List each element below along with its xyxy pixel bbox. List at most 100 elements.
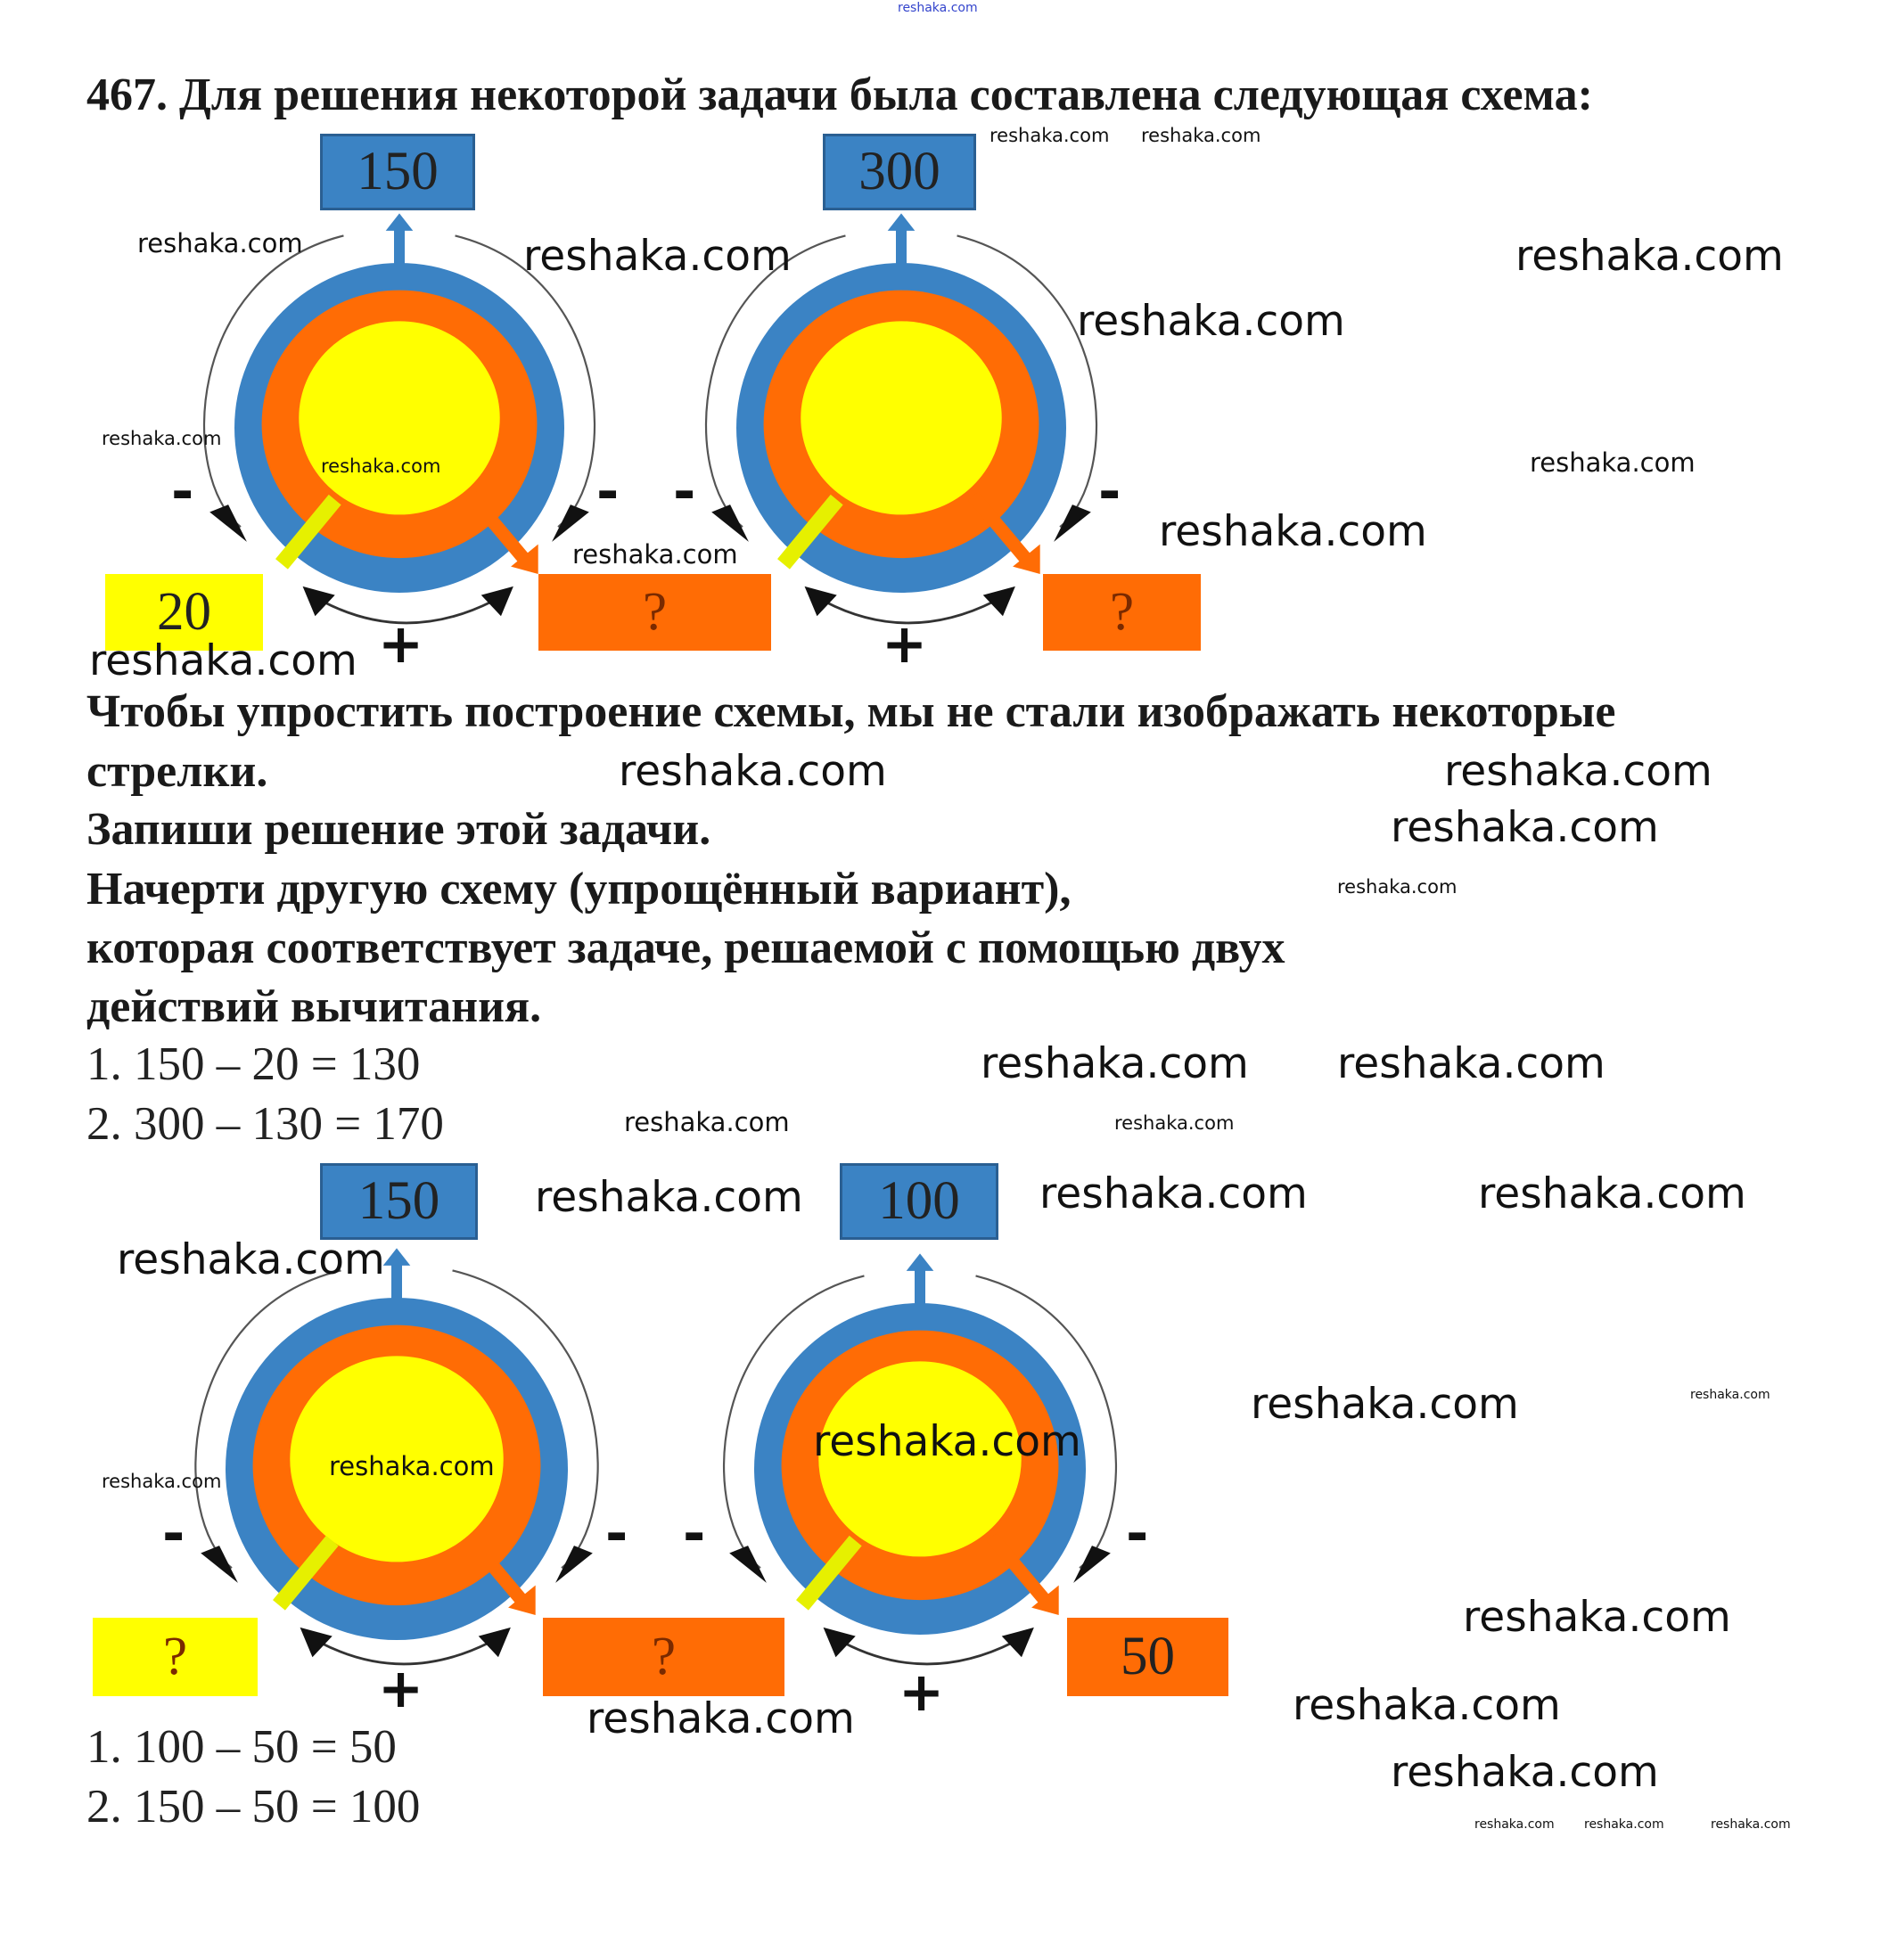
scheme2-left-top-box: 150 <box>320 1163 478 1240</box>
arrowhead-right <box>555 1546 593 1583</box>
inner-yellow-circle <box>818 1361 1022 1557</box>
solution1-step: 2. 300 – 130 = 170 <box>86 1098 444 1150</box>
watermark: reshaka.com <box>1711 1817 1791 1832</box>
up-arrow-head <box>887 213 916 231</box>
watermark: reshaka.com <box>1690 1388 1770 1402</box>
scheme1-left-top-box: 150 <box>320 134 475 210</box>
scheme1-right-bottom-box: ? <box>1043 574 1201 651</box>
watermark: reshaka.com <box>117 1235 385 1284</box>
watermark: reshaka.com <box>89 636 357 685</box>
yellow-arrow <box>273 1535 339 1611</box>
minus-sign: - <box>596 460 620 523</box>
watermark: reshaka.com <box>1251 1380 1519 1429</box>
task-title: 467. Для решения некоторой задачи была с… <box>86 70 1593 120</box>
watermark: reshaka.com <box>1515 232 1784 281</box>
plus-sign: + <box>899 1661 945 1724</box>
minus-sign: - <box>673 460 696 523</box>
watermark: reshaka.com <box>1337 876 1458 898</box>
watermark: reshaka.com <box>535 1173 803 1222</box>
watermark: reshaka.com <box>1293 1681 1561 1730</box>
watermark: reshaka.com <box>102 1471 222 1492</box>
watermark: reshaka.com <box>1391 803 1659 852</box>
arrowhead-right <box>1073 1546 1111 1583</box>
orange-arrow-head <box>508 1585 536 1616</box>
arrowhead-left <box>201 1546 238 1583</box>
scheme1-middle-bottom-box: ? <box>538 574 771 651</box>
watermark: reshaka.com <box>1584 1817 1664 1832</box>
bottom-arc <box>824 600 995 625</box>
solution1-step: 1. 150 – 20 = 130 <box>86 1038 421 1090</box>
arrowhead-left <box>729 1546 767 1583</box>
bottom-arrowhead-left <box>823 1627 856 1658</box>
orange-arrow-head <box>511 544 538 575</box>
watermark: reshaka.com <box>1077 297 1345 346</box>
outer-arc-left <box>705 234 846 529</box>
orange-arrow <box>986 1532 1049 1603</box>
yellow-arrow <box>796 1535 862 1611</box>
minus-sign: - <box>683 1502 706 1565</box>
task-text-line: стрелки. <box>86 746 268 797</box>
watermark: reshaka.com <box>1159 507 1427 556</box>
outer-arc-right <box>975 1275 1117 1570</box>
outer-arc-left <box>203 234 344 529</box>
bottom-arrowhead-right <box>478 1627 511 1658</box>
arrowhead-right <box>552 504 589 542</box>
up-arrow-head <box>906 1253 934 1271</box>
arrowhead-left <box>711 504 749 542</box>
outer-arc-right <box>455 234 595 529</box>
minus-sign: - <box>162 1502 185 1565</box>
minus-sign: - <box>171 460 194 523</box>
minus-sign: - <box>1098 460 1121 523</box>
solution2-step: 1. 100 – 50 = 50 <box>86 1721 397 1773</box>
bottom-arrowhead-right <box>1001 1627 1034 1658</box>
task-text-line: действий вычитания. <box>86 981 542 1032</box>
watermark: reshaka.com <box>102 428 222 449</box>
watermark: reshaka.com <box>1474 1817 1555 1832</box>
bottom-arrowhead-right <box>480 586 513 617</box>
yellow-arrow <box>275 494 341 570</box>
outer-arc-left <box>723 1275 865 1570</box>
watermark: reshaka.com <box>1114 1112 1235 1134</box>
watermark: reshaka.com <box>1463 1593 1731 1642</box>
outer-arc-right <box>452 1269 599 1570</box>
orange-arrow <box>463 1532 526 1603</box>
inner-yellow-circle <box>290 1356 504 1562</box>
outer-arc-left <box>194 1269 341 1570</box>
scheme2-right-bottom-box: 50 <box>1067 1618 1228 1696</box>
watermark: reshaka.com <box>1530 447 1696 478</box>
watermark: reshaka.com <box>619 747 887 796</box>
orange-arrow <box>465 491 529 562</box>
watermark: reshaka.com <box>523 232 792 281</box>
watermark: reshaka.com <box>1337 1039 1605 1088</box>
plus-sign: + <box>882 612 928 676</box>
watermark: reshaka.com <box>572 539 738 570</box>
scheme1-left-bottom-box: 20 <box>105 574 263 651</box>
bottom-arrowhead-left <box>300 1627 333 1658</box>
bottom-arrowhead-left <box>302 586 335 617</box>
minus-sign: - <box>605 1502 628 1565</box>
watermark: reshaka.com <box>1391 1748 1659 1797</box>
scheme2-left-bottom-box: ? <box>93 1618 258 1696</box>
task-text-line: Начерти другую схему (упрощённый вариант… <box>86 864 1072 914</box>
header-watermark: reshaka.com <box>898 1 978 15</box>
watermark: reshaka.com <box>137 228 303 258</box>
plus-sign: + <box>378 612 424 676</box>
watermark: reshaka.com <box>981 1039 1249 1088</box>
bottom-arrowhead-right <box>982 586 1015 617</box>
yellow-arrow <box>777 494 843 570</box>
watermark: reshaka.com <box>1039 1169 1308 1218</box>
bottom-arrowhead-left <box>804 586 837 617</box>
scheme2-right-top-box: 100 <box>840 1163 998 1240</box>
scheme2-middle-bottom-box: ? <box>543 1618 784 1696</box>
bottom-arc <box>842 1641 1014 1666</box>
task-text-line: Чтобы упростить построение схемы, мы не … <box>86 686 1616 737</box>
inner-yellow-circle <box>299 321 500 515</box>
orange-arrow-head <box>1013 544 1040 575</box>
bottom-arc <box>322 600 493 625</box>
arrowhead-left <box>209 504 247 542</box>
watermark: reshaka.com <box>587 1694 855 1743</box>
up-arrow-head <box>382 1248 411 1266</box>
watermark: reshaka.com <box>813 1417 1081 1466</box>
up-arrow-head <box>385 213 414 231</box>
